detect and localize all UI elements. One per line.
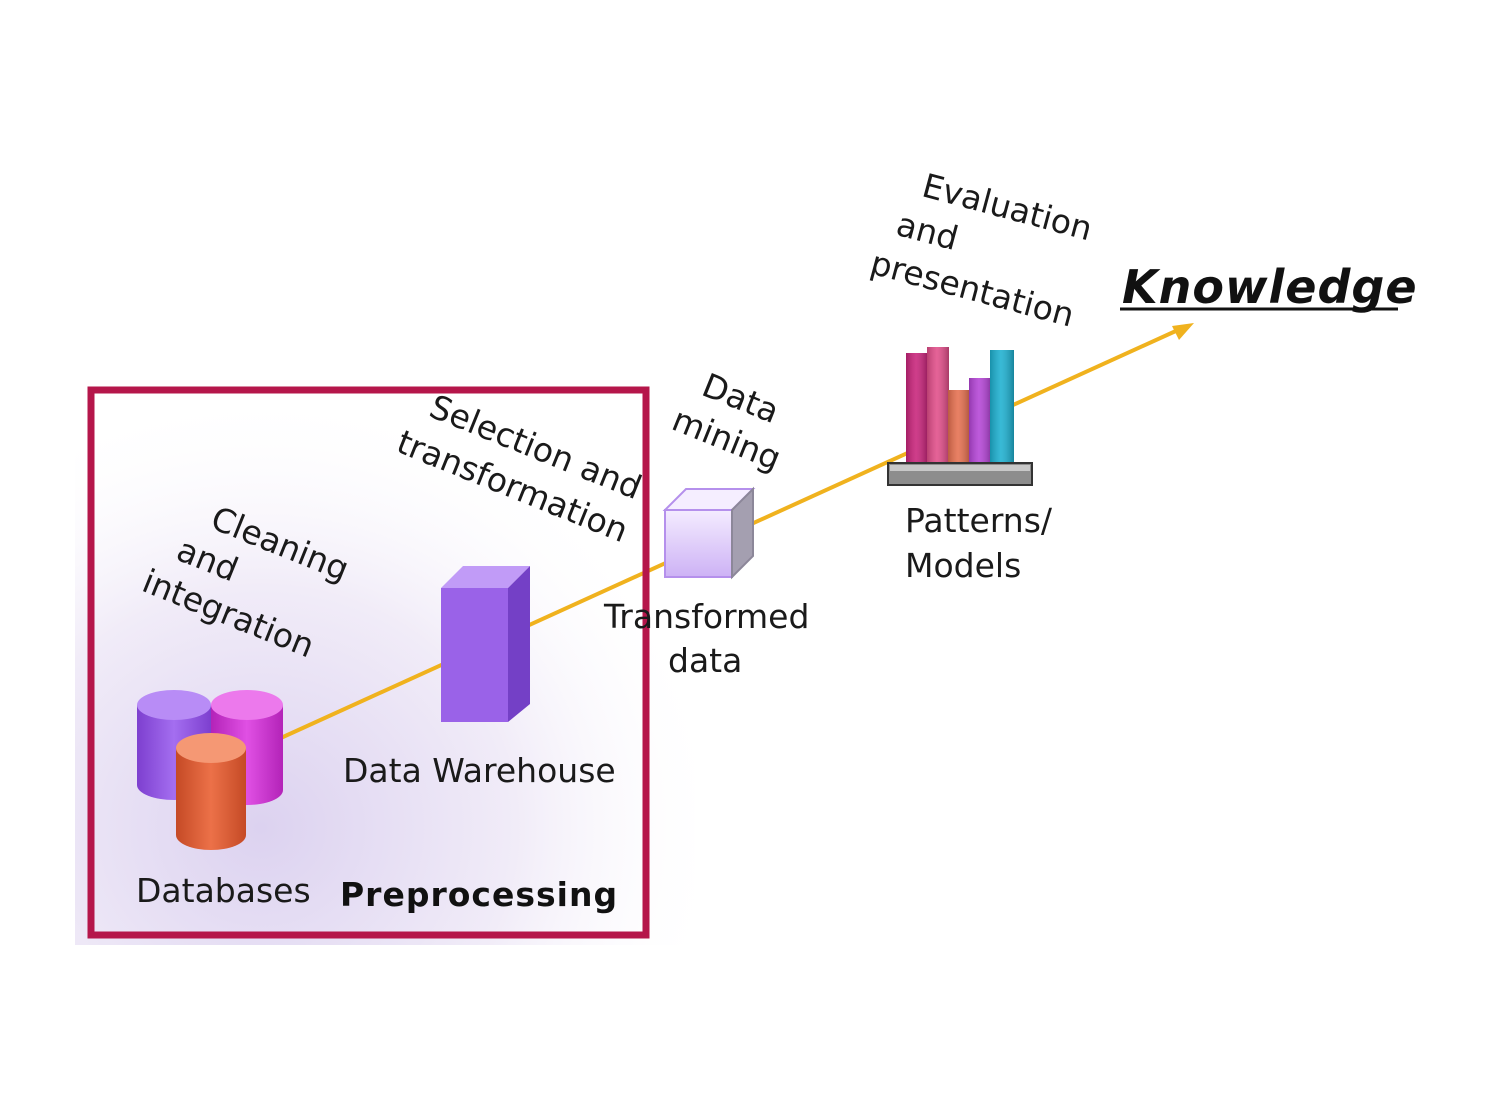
stage-label-transformed-data: Transformed data xyxy=(603,597,820,680)
bar-chart-icon xyxy=(887,347,1033,486)
preprocessing-highlight-box xyxy=(87,386,650,939)
database-cylinders-icon xyxy=(137,690,283,850)
stage-label-data-warehouse: Data Warehouse xyxy=(343,751,616,790)
stage-label-knowledge: Knowledge xyxy=(1122,260,1418,314)
preprocessing-label: Preprocessing xyxy=(340,875,618,914)
stage-label-patterns-models: Patterns/ Models xyxy=(905,501,1063,585)
background-glow xyxy=(75,360,695,945)
stage-label-databases: Databases xyxy=(136,871,311,910)
step-label-evaluation-presentation: Evaluation and presentation xyxy=(867,158,1107,336)
cube-icon xyxy=(662,486,756,580)
warehouse-box-icon xyxy=(441,566,530,722)
